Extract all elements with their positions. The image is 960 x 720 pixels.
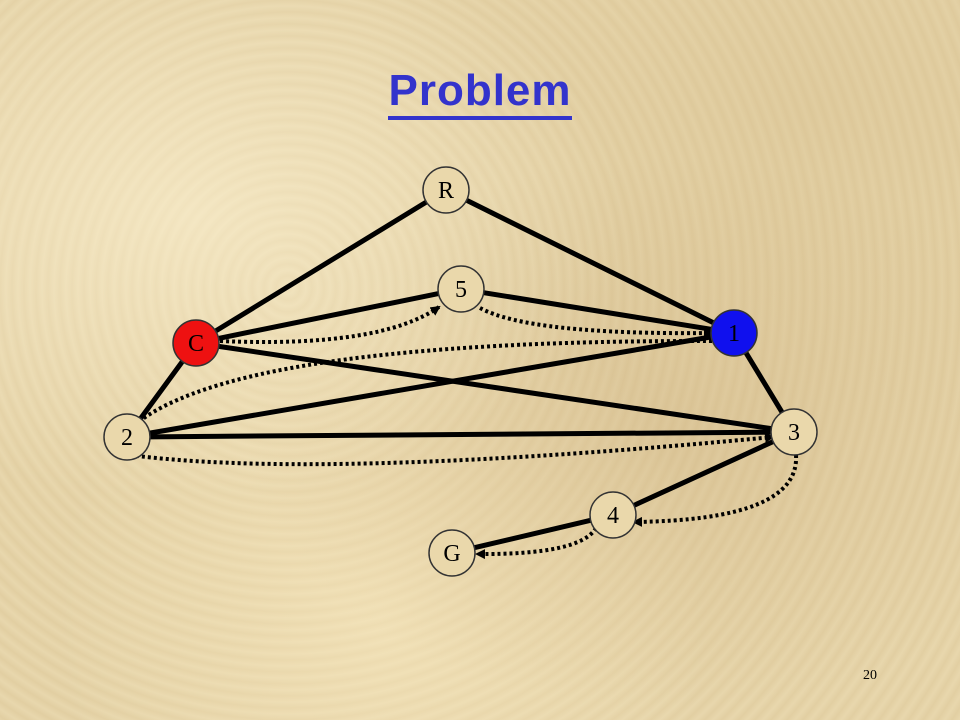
path-arrow-2-3 xyxy=(129,432,775,467)
node-label-4: 4 xyxy=(607,503,619,529)
node-4: 4 xyxy=(589,491,637,539)
edge-C-2 xyxy=(138,359,185,421)
edge-3-4 xyxy=(631,439,776,508)
slide-number: 20 xyxy=(863,668,877,683)
node-circle-G xyxy=(428,529,476,577)
node-label-R: R xyxy=(438,178,454,204)
node-circle-R xyxy=(422,166,470,214)
edge-1-3 xyxy=(743,350,785,415)
edge-C-3 xyxy=(216,343,774,432)
edge-1-2 xyxy=(147,334,714,436)
node-3: 3 xyxy=(770,408,818,456)
path-arrow-C-5 xyxy=(219,305,441,344)
node-label-C: C xyxy=(188,331,204,357)
node-circle-C xyxy=(172,319,220,367)
edge-R-C xyxy=(213,199,429,334)
node-circle-5 xyxy=(437,265,485,313)
node-5: 5 xyxy=(437,265,485,313)
edge-C-5 xyxy=(216,291,441,341)
node-label-1: 1 xyxy=(728,321,740,347)
node-label-5: 5 xyxy=(455,277,467,303)
slide-title: Problem xyxy=(0,66,960,120)
path-arrow-3-4 xyxy=(632,454,799,527)
path-arrows-layer xyxy=(129,305,799,560)
path-arrow-4-G xyxy=(475,526,598,560)
path-arrow-1-2 xyxy=(129,338,713,430)
node-label-3: 3 xyxy=(788,420,800,446)
edge-2-3 xyxy=(147,429,774,440)
edge-R-1 xyxy=(464,197,716,326)
node-G: G xyxy=(428,529,476,577)
node-R: R xyxy=(422,166,470,214)
nodes-layer: R 5C 1 2 3 4G xyxy=(103,166,818,577)
slide-title-text: Problem xyxy=(388,66,572,120)
node-1: 1 xyxy=(710,309,758,357)
edges-layer xyxy=(138,197,785,551)
node-circle-3 xyxy=(770,408,818,456)
node-label-G: G xyxy=(443,541,460,567)
node-label-2: 2 xyxy=(121,425,133,451)
edge-5-1 xyxy=(481,290,714,332)
node-circle-4 xyxy=(589,491,637,539)
node-2: 2 xyxy=(103,413,151,461)
edge-4-G xyxy=(471,517,594,551)
node-circle-1 xyxy=(710,309,758,357)
node-C: C xyxy=(172,319,220,367)
node-circle-2 xyxy=(103,413,151,461)
path-arrow-5-1 xyxy=(479,306,714,339)
